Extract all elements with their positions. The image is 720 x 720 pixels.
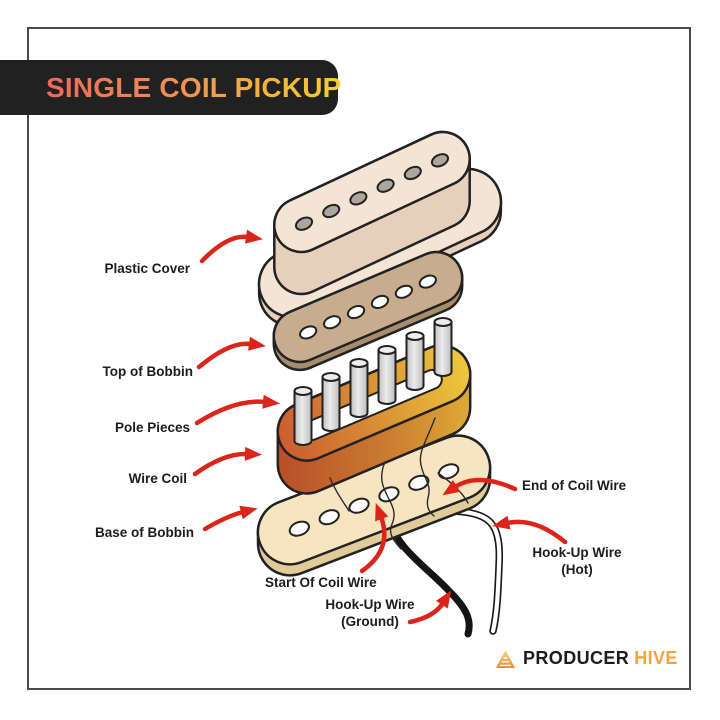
arrow-hook-up-hot [492, 515, 568, 545]
label-plastic-cover: Plastic Cover [104, 261, 190, 276]
label-pole-pieces: Pole Pieces [114, 420, 190, 435]
label-base-of-bobbin: Base of Bobbin [94, 525, 194, 540]
label-hook-up-ground-line1: Hook-Up Wire [325, 597, 415, 612]
label-hook-up-hot-line2: (Hot) [561, 562, 593, 577]
plastic-cover-body [273, 130, 471, 296]
pole-piece-cylinder [405, 331, 425, 391]
label-start-of-coil-wire: Start Of Coil Wire [265, 575, 377, 590]
pole-piece-cylinder [377, 345, 397, 405]
logo-producer-text: PRODUCER [523, 648, 630, 668]
beehive-pyramid-icon [496, 649, 515, 668]
top-of-bobbin-plate [272, 250, 464, 372]
arrow-base-of-bobbin [202, 505, 258, 532]
pole-pieces-group [293, 317, 453, 446]
pointer-arrows [192, 229, 568, 625]
logo-hive-text: HIVE [634, 648, 678, 668]
pole-piece-cylinder [293, 386, 313, 446]
bobbin-top-holes [299, 274, 437, 340]
title-badge: SINGLE COIL PICKUP [0, 60, 341, 115]
label-end-of-coil-wire: End of Coil Wire [522, 478, 627, 493]
label-hook-up-ground: Hook-Up Wire (Ground) [295, 596, 445, 630]
pole-piece-cylinder [433, 317, 453, 377]
arrow-start-of-coil-wire [359, 502, 389, 574]
arrow-end-of-coil-wire [442, 477, 518, 496]
label-hook-up-hot: Hook-Up Wire (Hot) [507, 544, 647, 578]
arrow-plastic-cover [199, 229, 263, 264]
page-title: SINGLE COIL PICKUP [46, 71, 342, 103]
label-hook-up-hot-line1: Hook-Up Wire [532, 545, 622, 560]
label-top-of-bobbin: Top of Bobbin [102, 364, 193, 379]
border-frame [27, 27, 691, 690]
base-holes [288, 463, 460, 537]
label-wire-coil: Wire Coil [128, 471, 187, 486]
diagram-artwork [192, 130, 568, 638]
arrow-hook-up-ground [407, 590, 452, 625]
base-of-bobbin-plate [256, 434, 492, 577]
cover-holes [294, 153, 450, 231]
arrow-top-of-bobbin [196, 336, 266, 370]
pole-piece-cylinder [321, 372, 341, 432]
arrow-pole-pieces [194, 394, 280, 426]
pole-piece-cylinder [349, 358, 369, 418]
label-hook-up-ground-line2: (Ground) [341, 614, 399, 629]
arrow-wire-coil [192, 446, 262, 477]
